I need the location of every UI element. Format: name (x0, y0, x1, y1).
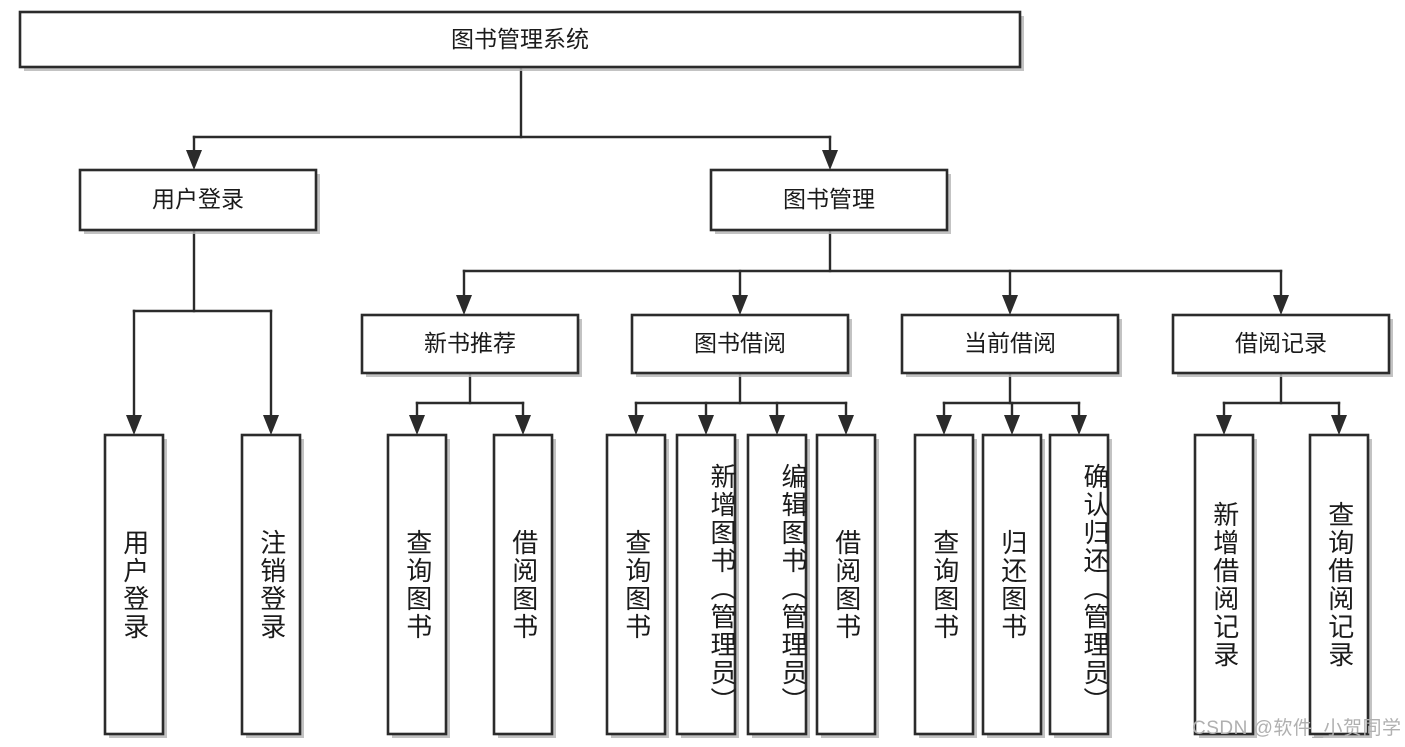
arrow-head-leaf-newbook-1 (409, 415, 425, 435)
node-new-book-recommend[interactable]: 新书推荐 (360, 313, 582, 377)
arrow-head-leaf-bookborrow-1 (628, 415, 644, 435)
arrow-head-leaf-currentborrow-1 (936, 415, 952, 435)
edge-group-currentborrow-children (936, 373, 1087, 435)
node-book-borrow-rect[interactable] (630, 313, 850, 375)
arrow-head-leaf-currentborrow-2 (1004, 415, 1020, 435)
arrow-head-bookmgmt (822, 150, 838, 170)
arrow-head-userlogin (186, 150, 202, 170)
node-user-login-rect[interactable] (78, 168, 318, 232)
edge-group-bookmgmt-children (456, 230, 1289, 315)
node-borrow-record-rect[interactable] (1171, 313, 1391, 375)
arrow-head-leaf-currentborrow-3 (1071, 415, 1087, 435)
leaf-node-currentborrow-1[interactable] (913, 433, 977, 738)
edge-group-bookborrow-children (628, 373, 854, 435)
leaf-node-bookborrow-2[interactable] (675, 433, 739, 738)
arrow-head-leaf-borrowrecord-2 (1331, 415, 1347, 435)
leaf-node-borrowrecord-1[interactable] (1193, 433, 1257, 738)
node-new-book-recommend-rect[interactable] (360, 313, 580, 375)
node-root[interactable]: 图书管理系统 (18, 10, 1024, 71)
arrow-head-leaf-newbook-2 (515, 415, 531, 435)
edge-group-root-to-level2 (186, 65, 838, 170)
node-book-management[interactable]: 图书管理 (709, 168, 951, 234)
node-book-borrow-label: 图书借阅 (694, 330, 786, 356)
leaf-node-newbook-1[interactable] (386, 433, 450, 738)
edge-group-borrowrecord-children (1216, 373, 1347, 435)
node-book-borrow[interactable]: 图书借阅 (630, 313, 852, 377)
edge-group-newbook-children (409, 373, 531, 435)
arrow-head-bookborrow (732, 295, 748, 315)
node-user-login[interactable]: 用户登录 (78, 168, 320, 234)
node-root-label: 图书管理系统 (451, 26, 589, 52)
leaf-node-bookborrow-4[interactable] (815, 433, 879, 738)
node-borrow-record[interactable]: 借阅记录 (1171, 313, 1393, 377)
leaf-node-user-login-2[interactable] (240, 433, 304, 738)
watermark-label: CSDN @软件_小贺同学 (1192, 718, 1402, 739)
leaf-node-currentborrow-3[interactable] (1048, 433, 1112, 738)
node-borrow-record-label: 借阅记录 (1235, 330, 1327, 356)
leaf-node-user-login-1[interactable] (103, 433, 167, 738)
leaf-node-currentborrow-2[interactable] (981, 433, 1045, 738)
node-book-management-rect[interactable] (709, 168, 949, 232)
arrow-head-leaf-user-login-2 (263, 415, 279, 435)
leaf-node-bookborrow-1[interactable] (605, 433, 669, 738)
node-current-borrow-label: 当前借阅 (964, 330, 1056, 356)
arrow-head-leaf-bookborrow-3 (769, 415, 785, 435)
leaf-node-bookborrow-3[interactable] (746, 433, 810, 738)
node-current-borrow[interactable]: 当前借阅 (900, 313, 1122, 377)
arrow-head-leaf-user-login-1 (126, 415, 142, 435)
arrow-head-leaf-bookborrow-2 (698, 415, 714, 435)
leaf-node-borrowrecord-2[interactable] (1308, 433, 1372, 738)
node-current-borrow-rect[interactable] (900, 313, 1120, 375)
arrow-head-borrowrecord (1273, 295, 1289, 315)
node-new-book-recommend-label: 新书推荐 (424, 330, 516, 356)
node-user-login-label: 用户登录 (152, 186, 244, 212)
arrow-head-currentborrow (1002, 295, 1018, 315)
arrow-head-leaf-borrowrecord-1 (1216, 415, 1232, 435)
arrow-head-leaf-bookborrow-4 (838, 415, 854, 435)
leaf-node-newbook-2[interactable] (492, 433, 556, 738)
arrow-head-newbook (456, 295, 472, 315)
edge-group-userlogin-children (126, 230, 279, 435)
node-book-management-label: 图书管理 (783, 186, 875, 212)
node-root-rect[interactable] (18, 10, 1022, 69)
